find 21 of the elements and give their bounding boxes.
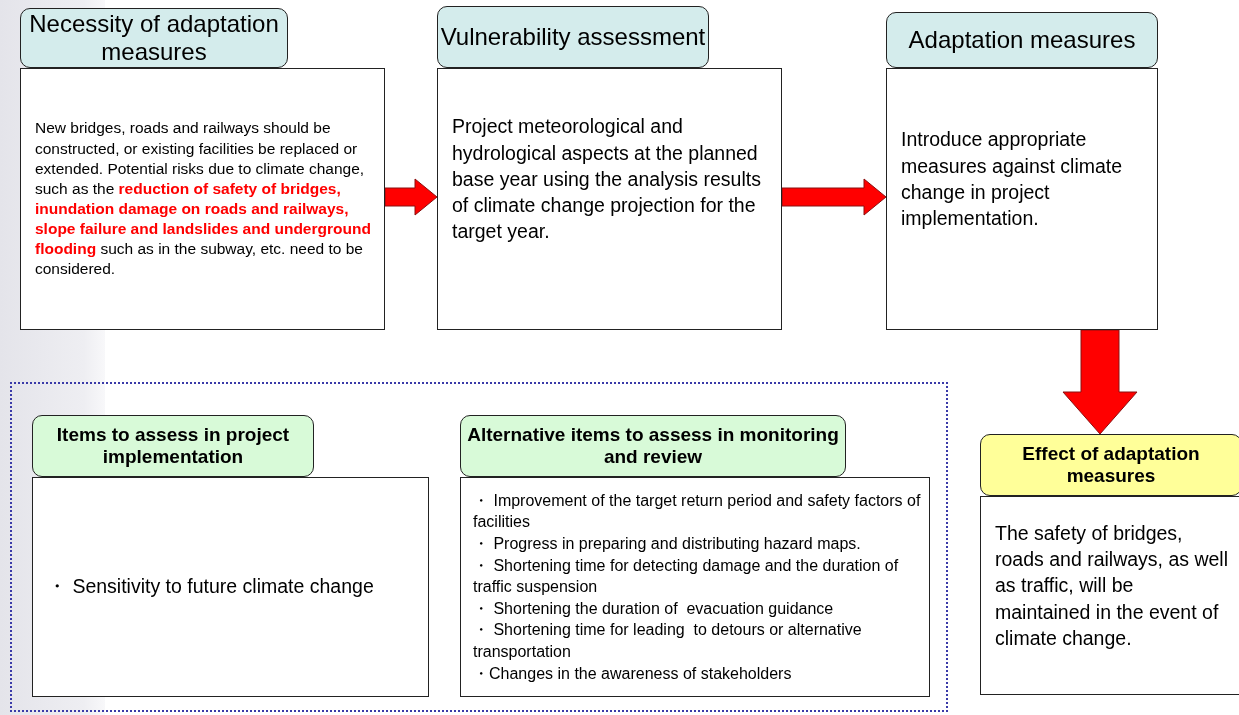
description-text: The safety of bridges, roads and railways, as well as traffic, will be maintained in the event of climate change. — [995, 520, 1230, 651]
heading-tab: Items to assess in project implementation — [32, 415, 314, 477]
dotted-group-frame — [10, 382, 948, 712]
heading-tab: Necessity of adaptation measures — [20, 8, 288, 68]
block-arrow — [1062, 329, 1138, 435]
block-arrow — [384, 178, 438, 216]
block-arrow — [781, 178, 887, 216]
heading-tab: Effect of adaptation measures — [980, 434, 1239, 496]
heading-tab: Vulnerability assessment — [437, 6, 709, 68]
heading-tab: Alternative items to assess in monitoring and review — [460, 415, 846, 477]
heading-tab: Adaptation measures — [886, 12, 1158, 68]
bullet-item: ・ Improvement of the target return period and safety factors of facilities — [473, 490, 921, 533]
bullet-item: ・ Progress in preparing and distributing hazard maps. — [473, 534, 862, 554]
description-text: ・ Sensitivity to future climate change — [47, 574, 375, 600]
bullet-item: ・ Shortening time for leading to detours or alternative transportation — [473, 620, 863, 662]
description-text: Introduce appropriate measures against climate change in project implementation. — [901, 127, 1124, 232]
bullet-item: ・ Shortening time for detecting damage and the duration of traffic suspension — [473, 555, 900, 598]
bullet-item: ・Changes in the awareness of stakeholders — [473, 663, 793, 684]
description-text: New bridges, roads and railways should be constructed, or existing facilities be replaced or extended. Potential risks due to climate change, such as the reduction of safety of bridges, inundation damage on roads and railways, slope failure and landslides and underground flooding such as in the subway, etc. need to be considered. — [35, 118, 372, 280]
bullet-item: ・ Shortening the duration of evacuation guidance — [473, 598, 835, 619]
description-text: Project meteorological and hydrological aspects at the planned base year using the analysis results of climate change projection for the target year. — [452, 114, 762, 245]
